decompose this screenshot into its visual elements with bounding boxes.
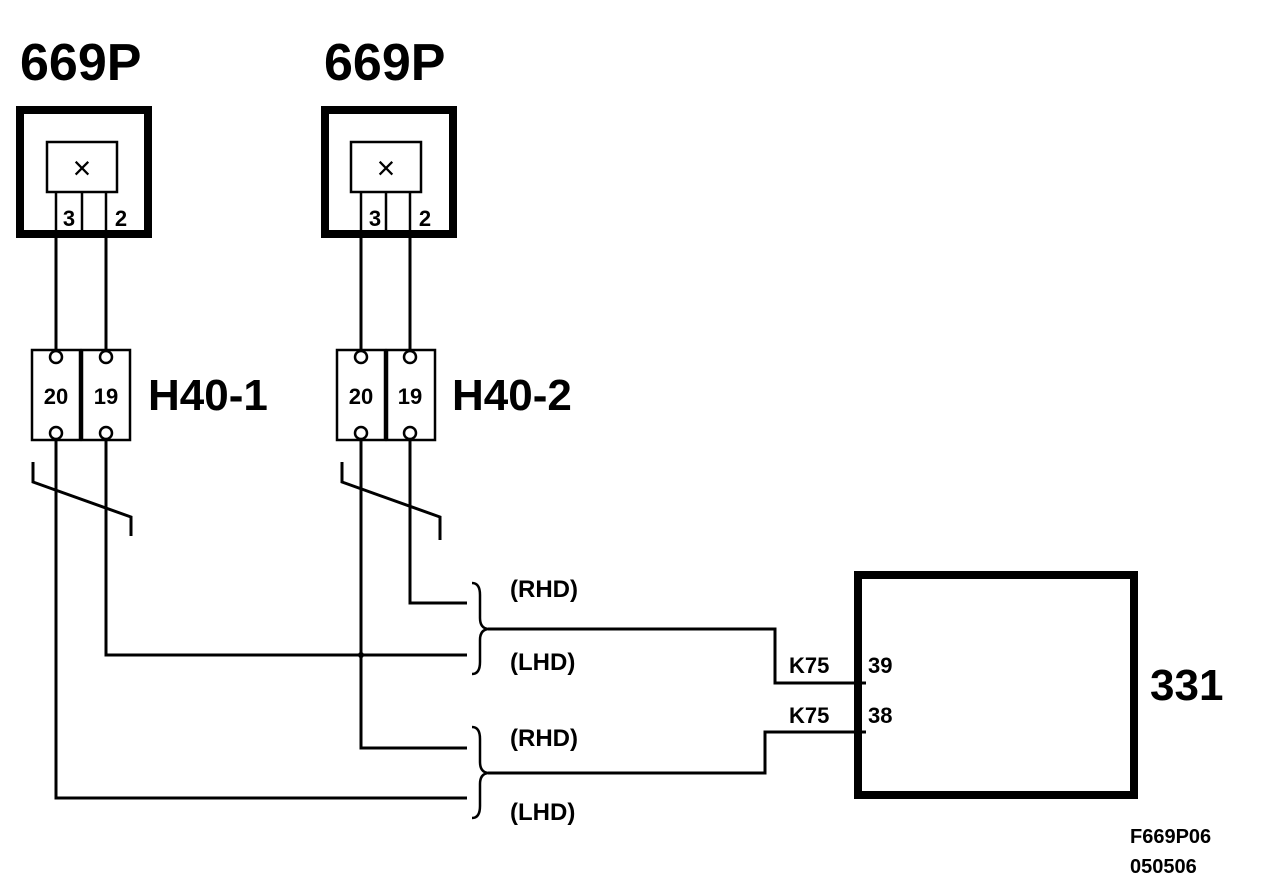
module-pin-number-2: 38 <box>868 703 892 728</box>
wire-to-k75-38 <box>488 730 866 775</box>
sensor-right-pin-2: 2 <box>419 206 431 231</box>
sensor-right-housing <box>321 106 457 238</box>
variant-brace-lower <box>471 725 489 820</box>
h40-1-label: H40-1 <box>148 371 268 420</box>
module-331: K75 39 K75 38 331 <box>789 571 1223 799</box>
connector-h40-2: 20 19 H40-2 <box>335 348 572 442</box>
sensor-left-pin-2: 2 <box>115 206 127 231</box>
sensor-left-housing <box>16 106 152 238</box>
module-pin-connector-2: K75 <box>789 703 829 728</box>
variant-lhd-lower: (LHD) <box>510 799 575 826</box>
wire-to-k75-39 <box>488 627 866 685</box>
wire-h40-1-20-lhd <box>54 440 467 800</box>
sensor-left-label: 669P <box>20 34 141 92</box>
h40-2-pin-19: 19 <box>398 384 422 409</box>
module-331-label: 331 <box>1150 661 1223 710</box>
twisted-pair-mark-left <box>31 462 133 536</box>
wire-h40-2-19-rhd <box>408 440 467 605</box>
variant-brace-upper <box>471 581 489 676</box>
sensor-left-cross-icon: × <box>73 150 92 186</box>
sensor-left-pin-3: 3 <box>63 206 75 231</box>
variant-rhd-upper: (RHD) <box>510 576 578 603</box>
twisted-pair-mark-right <box>340 462 442 540</box>
wire-h40-1-19-lhd <box>104 440 467 657</box>
variant-lhd-upper: (LHD) <box>510 649 575 676</box>
sensor-right-label: 669P <box>324 34 445 92</box>
variant-rhd-lower: (RHD) <box>510 725 578 752</box>
sensor-right-pin-3: 3 <box>369 206 381 231</box>
h40-1-pin-20: 20 <box>44 384 68 409</box>
module-pin-connector-1: K75 <box>789 653 829 678</box>
h40-2-pin-20: 20 <box>349 384 373 409</box>
sensor-669p-left: 669P × 3 2 <box>16 34 152 238</box>
sensor-right-cross-icon: × <box>377 150 396 186</box>
reference-code: F669P06 <box>1130 826 1211 848</box>
reference-date: 050506 <box>1130 856 1197 878</box>
wire-h40-2-20-rhd <box>359 440 467 750</box>
module-pin-number-1: 39 <box>868 653 892 678</box>
module-331-box <box>854 571 1138 799</box>
sensor-669p-right: 669P × 3 2 <box>321 34 457 238</box>
connector-h40-1: 20 19 H40-1 <box>30 348 268 442</box>
h40-1-pin-19: 19 <box>94 384 118 409</box>
h40-2-label: H40-2 <box>452 371 572 420</box>
